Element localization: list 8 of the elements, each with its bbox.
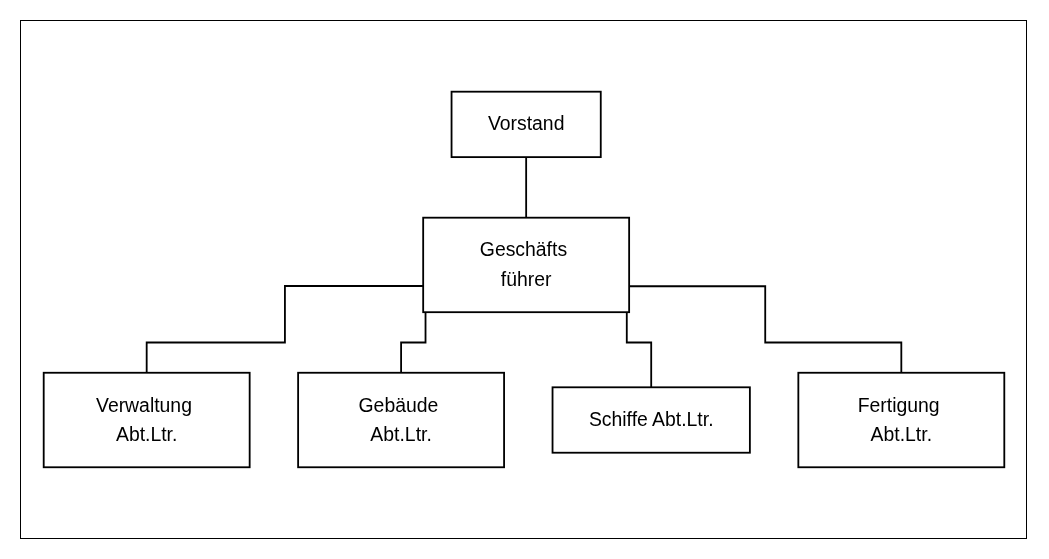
frame-border: Vorstand Geschäfts führer Verwaltung Abt.Ltr. Gebäude Abt.Ltr. Schiffe Abt.Ltr. Fertigung Abt.Ltr. — [20, 20, 1027, 539]
connector — [524, 156, 527, 219]
node-box — [551, 386, 751, 454]
node-box — [421, 216, 630, 314]
node-box — [42, 371, 251, 469]
node-box — [796, 371, 1005, 469]
node-box — [450, 90, 602, 159]
node-box — [296, 371, 505, 469]
